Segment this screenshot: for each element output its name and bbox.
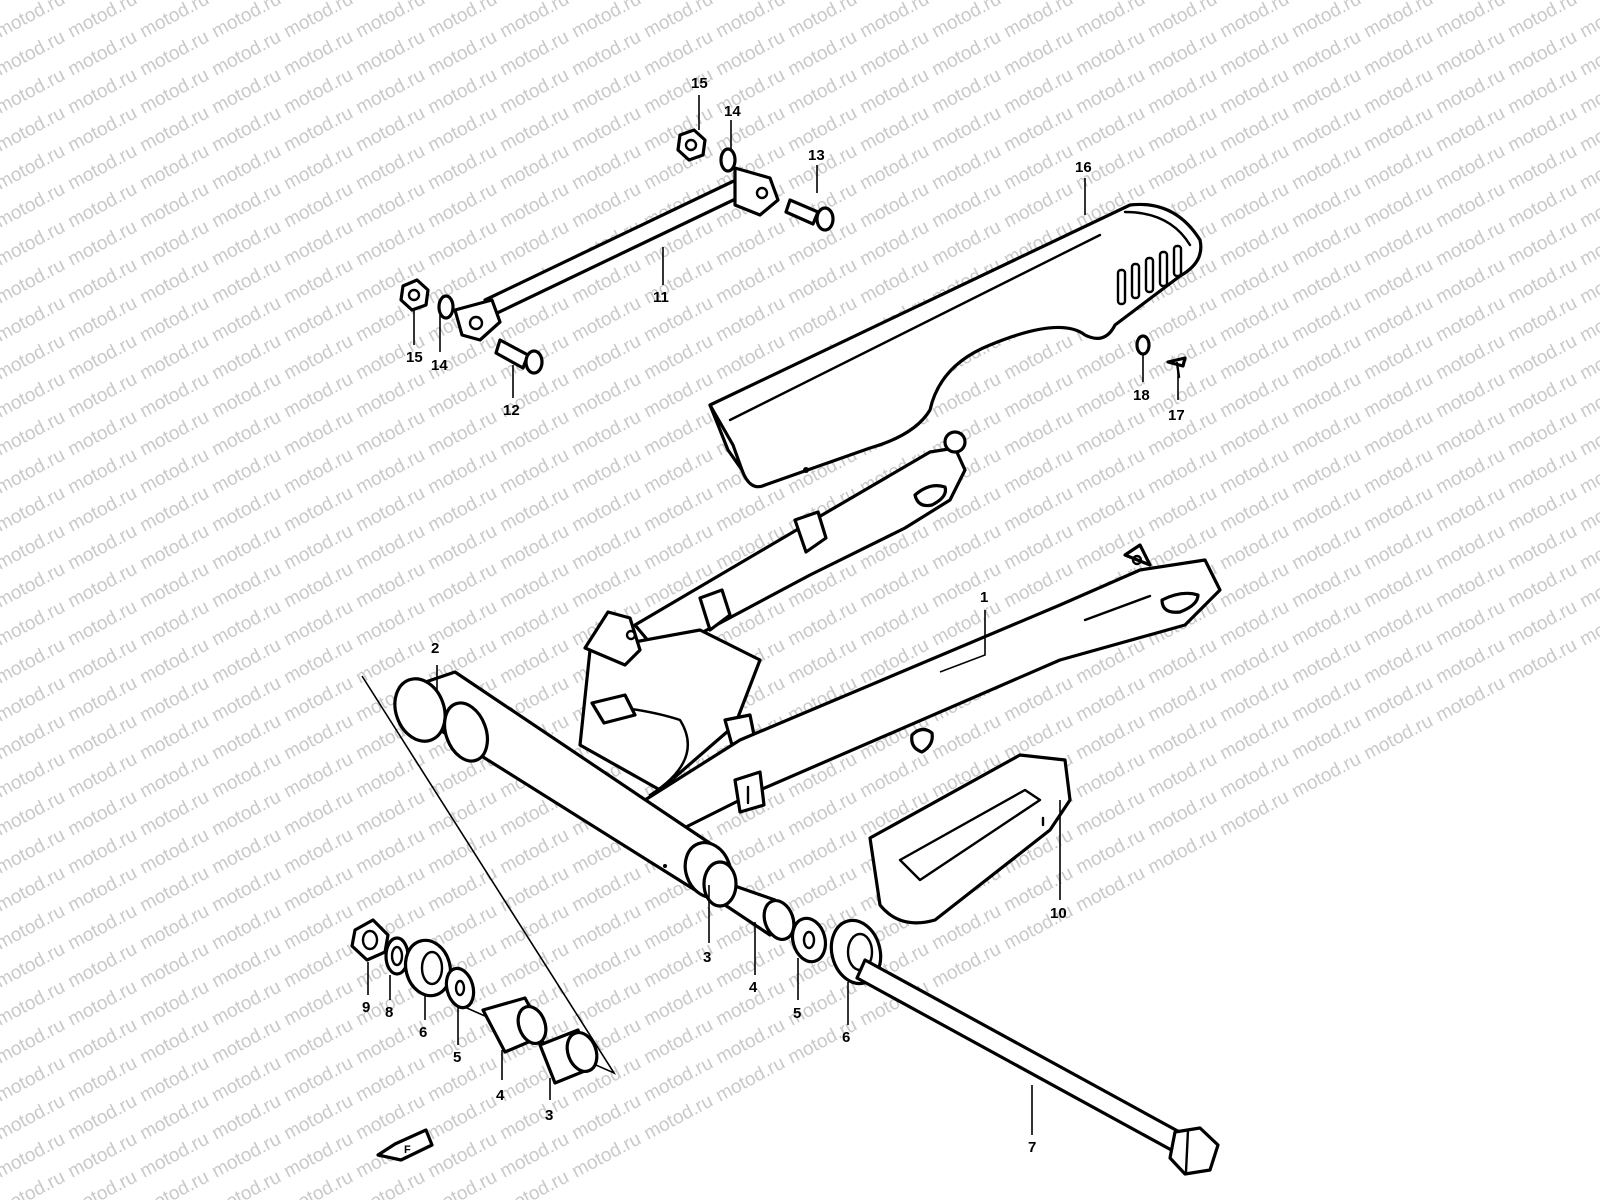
callout-14-upper: 14 <box>724 103 741 120</box>
nut-15-upper <box>676 128 707 162</box>
watermark-text: motod.ru <box>1576 0 1600 4</box>
callout-15-lower: 15 <box>406 349 423 366</box>
chain-case-upper <box>708 202 1203 489</box>
callout-9: 9 <box>362 999 370 1016</box>
washer-5-right <box>790 916 828 964</box>
callout-5-left: 5 <box>453 1049 461 1066</box>
washer-14-upper <box>719 147 737 173</box>
callout-8: 8 <box>385 1004 393 1021</box>
callout-15-upper: 15 <box>691 75 708 92</box>
spacer-4-left <box>481 996 548 1054</box>
callout-17: 17 <box>1168 407 1185 424</box>
forward-arrow-icon: F <box>376 1128 434 1162</box>
callout-5-right: 5 <box>793 1005 801 1022</box>
callout-2: 2 <box>431 640 439 657</box>
torque-rod <box>453 166 780 342</box>
callout-10: 10 <box>1050 905 1067 922</box>
bolt-13 <box>784 198 835 232</box>
callout-3-left: 3 <box>545 1107 553 1124</box>
callout-14-lower: 14 <box>431 357 448 374</box>
swingarm <box>393 430 1222 899</box>
callout-11: 11 <box>653 289 669 306</box>
callout-4-right: 4 <box>749 979 758 996</box>
nut-15-lower <box>399 278 430 312</box>
callout-6-right: 6 <box>842 1029 850 1046</box>
bolt-12 <box>494 338 544 375</box>
dust-seal-6-left <box>403 938 453 998</box>
callout-labels: 1 2 3 3 4 4 5 5 6 6 7 8 9 10 11 12 13 14… <box>362 75 1185 1156</box>
direction-badge-label: F <box>404 1144 411 1156</box>
chain-guide-10 <box>868 753 1072 925</box>
bearing-3-left <box>538 1028 599 1085</box>
callout-6-left: 6 <box>419 1024 427 1041</box>
washer-5-left <box>444 966 476 1010</box>
callout-16: 16 <box>1075 159 1092 176</box>
callout-13: 13 <box>808 147 825 164</box>
callout-12: 12 <box>503 402 520 419</box>
pivot-axle-7 <box>855 958 1220 1176</box>
callout-18: 18 <box>1133 387 1150 404</box>
bearing-3-right <box>702 860 738 908</box>
callout-1: 1 <box>980 589 988 606</box>
callout-3-right: 3 <box>703 949 711 966</box>
callout-4-left: 4 <box>496 1087 505 1104</box>
washer-14-lower <box>437 294 455 320</box>
leader-lines <box>367 95 1179 1135</box>
washer-18 <box>1135 334 1151 356</box>
callout-7: 7 <box>1028 1139 1036 1156</box>
